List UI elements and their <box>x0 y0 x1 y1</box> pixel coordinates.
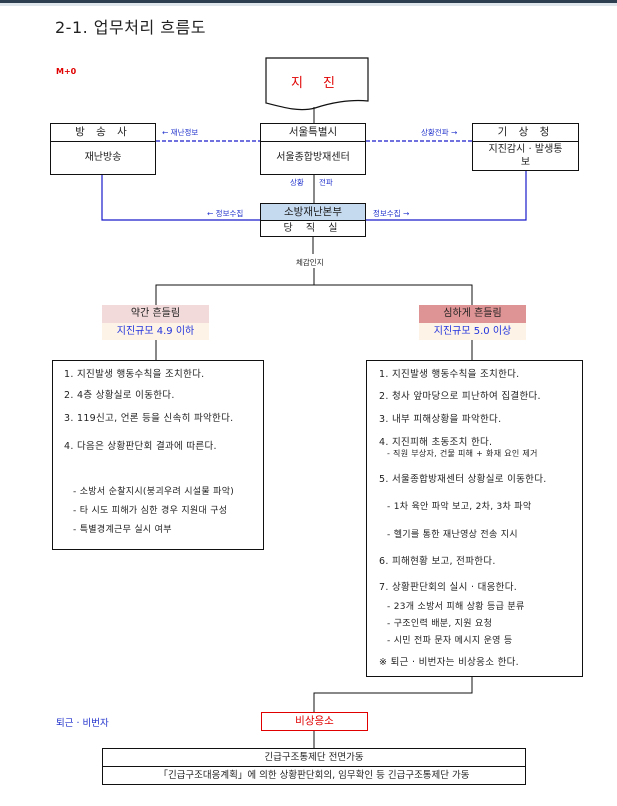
label-situation-propagation: 상황전파 → <box>421 128 458 137</box>
kma-body-line1: 지진감시 · 발생통 <box>488 144 563 155</box>
severe-sub-item: - 구조인력 배분, 지원 요청 <box>387 619 493 629</box>
mild-item: 4. 다음은 상황판단회 결과에 따른다. <box>64 441 217 452</box>
severe-sub-item: - 1차 육안 파악 보고, 2차, 3차 파악 <box>387 502 532 512</box>
label-disaster-info: ← 재난정보 <box>162 128 199 137</box>
time-marker: M+0 <box>56 67 77 76</box>
window-top-shade <box>0 3 617 6</box>
label-info-collect-left: ← 정보수집 <box>207 209 244 218</box>
severe-sub-item: - 시민 전파 문자 메시지 운영 등 <box>387 636 513 646</box>
kma-body-line2: 보 <box>520 157 531 168</box>
severe-item: 4. 지진피해 초동조치 한다. <box>379 437 493 448</box>
mild-sub-item: - 타 시도 피해가 심한 경우 지원대 구성 <box>73 506 228 516</box>
mild-action-list: 1. 지진발생 행동수칙을 조치한다. 2. 4층 상황실로 이동한다. 3. … <box>52 360 264 550</box>
label-situation: 상황 <box>290 178 304 187</box>
emergency-rescue-control-box: 긴급구조통제단 전면가동 「긴급구조대응계획」에 의한 상황판단회의, 임무확인… <box>102 748 526 785</box>
severe-item: 6. 피해현황 보고, 전파한다. <box>379 556 496 567</box>
mild-item: 2. 4층 상황실로 이동한다. <box>64 390 175 401</box>
final-body: 「긴급구조대응계획」에 의한 상황판단회의, 임무확인 등 긴급구조통제단 가동 <box>158 770 470 781</box>
mild-sub-item: - 소방서 순찰지시(붕괴우려 시설물 파악) <box>73 487 235 497</box>
severe-note: ※ 퇴근 · 비번자는 비상응소 한다. <box>379 657 519 668</box>
severe-action-list: 1. 지진발생 행동수칙을 조치한다. 2. 청사 앞마당으로 피난하여 집결한… <box>366 360 583 677</box>
line-kma-to-fire <box>366 171 527 221</box>
window-top-border <box>0 0 617 3</box>
mild-shaking-box: 약간 흔들림 지진규모 4.9 이하 <box>102 305 209 340</box>
severe-item: 2. 청사 앞마당으로 피난하여 집결한다. <box>379 391 541 402</box>
kma-box: 기 상 청 지진감시 · 발생통 보 <box>472 123 579 171</box>
label-sensing: 체감인지 <box>296 258 324 267</box>
seoul-title: 서울특별시 <box>261 124 365 142</box>
broadcaster-title: 방 송 사 <box>51 124 155 142</box>
broadcaster-body: 재난방송 <box>84 152 122 163</box>
severe-item: 5. 서울종합방재센터 상황실로 이동한다. <box>379 474 547 485</box>
page-title: 2-1. 업무처리 흐름도 <box>55 18 206 37</box>
mild-sub-item: - 특별경계근무 실시 여부 <box>73 525 172 535</box>
mild-item: 1. 지진발생 행동수칙을 조치한다. <box>64 369 205 380</box>
kma-title: 기 상 청 <box>473 124 578 142</box>
severe-item: 1. 지진발생 행동수칙을 조치한다. <box>379 369 520 380</box>
earthquake-start-label: 지 진 <box>290 76 344 91</box>
line-branch <box>155 284 473 305</box>
emergency-callup-box: 비상응소 <box>261 712 368 731</box>
mild-item: 3. 119신고, 언론 등을 신속히 파악한다. <box>64 413 234 424</box>
fire-hq-body: 당 직 실 <box>283 223 343 234</box>
severe-item: 7. 상황판단회의 실시 · 대응한다. <box>379 582 518 593</box>
off-duty-label: 퇴근 · 비번자 <box>56 718 109 729</box>
fire-hq-title: 소방재난본부 <box>261 204 365 221</box>
earthquake-document-shape <box>265 57 369 111</box>
seoul-body: 서울종합방재센터 <box>276 152 350 163</box>
mild-title: 약간 흔들림 <box>102 305 209 323</box>
severe-sub-item: - 23개 소방서 피해 상황 등급 분류 <box>387 602 525 612</box>
mild-magnitude: 지진규모 4.9 이하 <box>102 323 209 340</box>
label-info-collect-right: 정보수집 → <box>373 209 410 218</box>
severe-magnitude: 지진규모 5.0 이상 <box>419 323 526 340</box>
line-list-to-emergency <box>313 677 473 712</box>
fire-hq-box: 소방재난본부 당 직 실 <box>260 203 366 237</box>
final-title: 긴급구조통제단 전면가동 <box>103 749 525 767</box>
severe-shaking-box: 심하게 흔들림 지진규모 5.0 이상 <box>419 305 526 340</box>
broadcaster-box: 방 송 사 재난방송 <box>50 123 156 175</box>
severe-sub-item: - 헬기를 통한 재난영상 전송 지시 <box>387 530 518 540</box>
severe-title: 심하게 흔들림 <box>419 305 526 323</box>
severe-item: 3. 내부 피해상황을 파악한다. <box>379 414 502 425</box>
label-propagation: 전파 <box>319 178 333 187</box>
kma-body: 지진감시 · 발생통 보 <box>473 142 578 171</box>
seoul-box: 서울특별시 서울종합방재센터 <box>260 123 366 175</box>
severe-sub-item: - 직원 부상자, 건물 피해 + 화재 요인 제거 <box>387 449 538 458</box>
line-broadcaster-to-fire <box>101 175 260 221</box>
